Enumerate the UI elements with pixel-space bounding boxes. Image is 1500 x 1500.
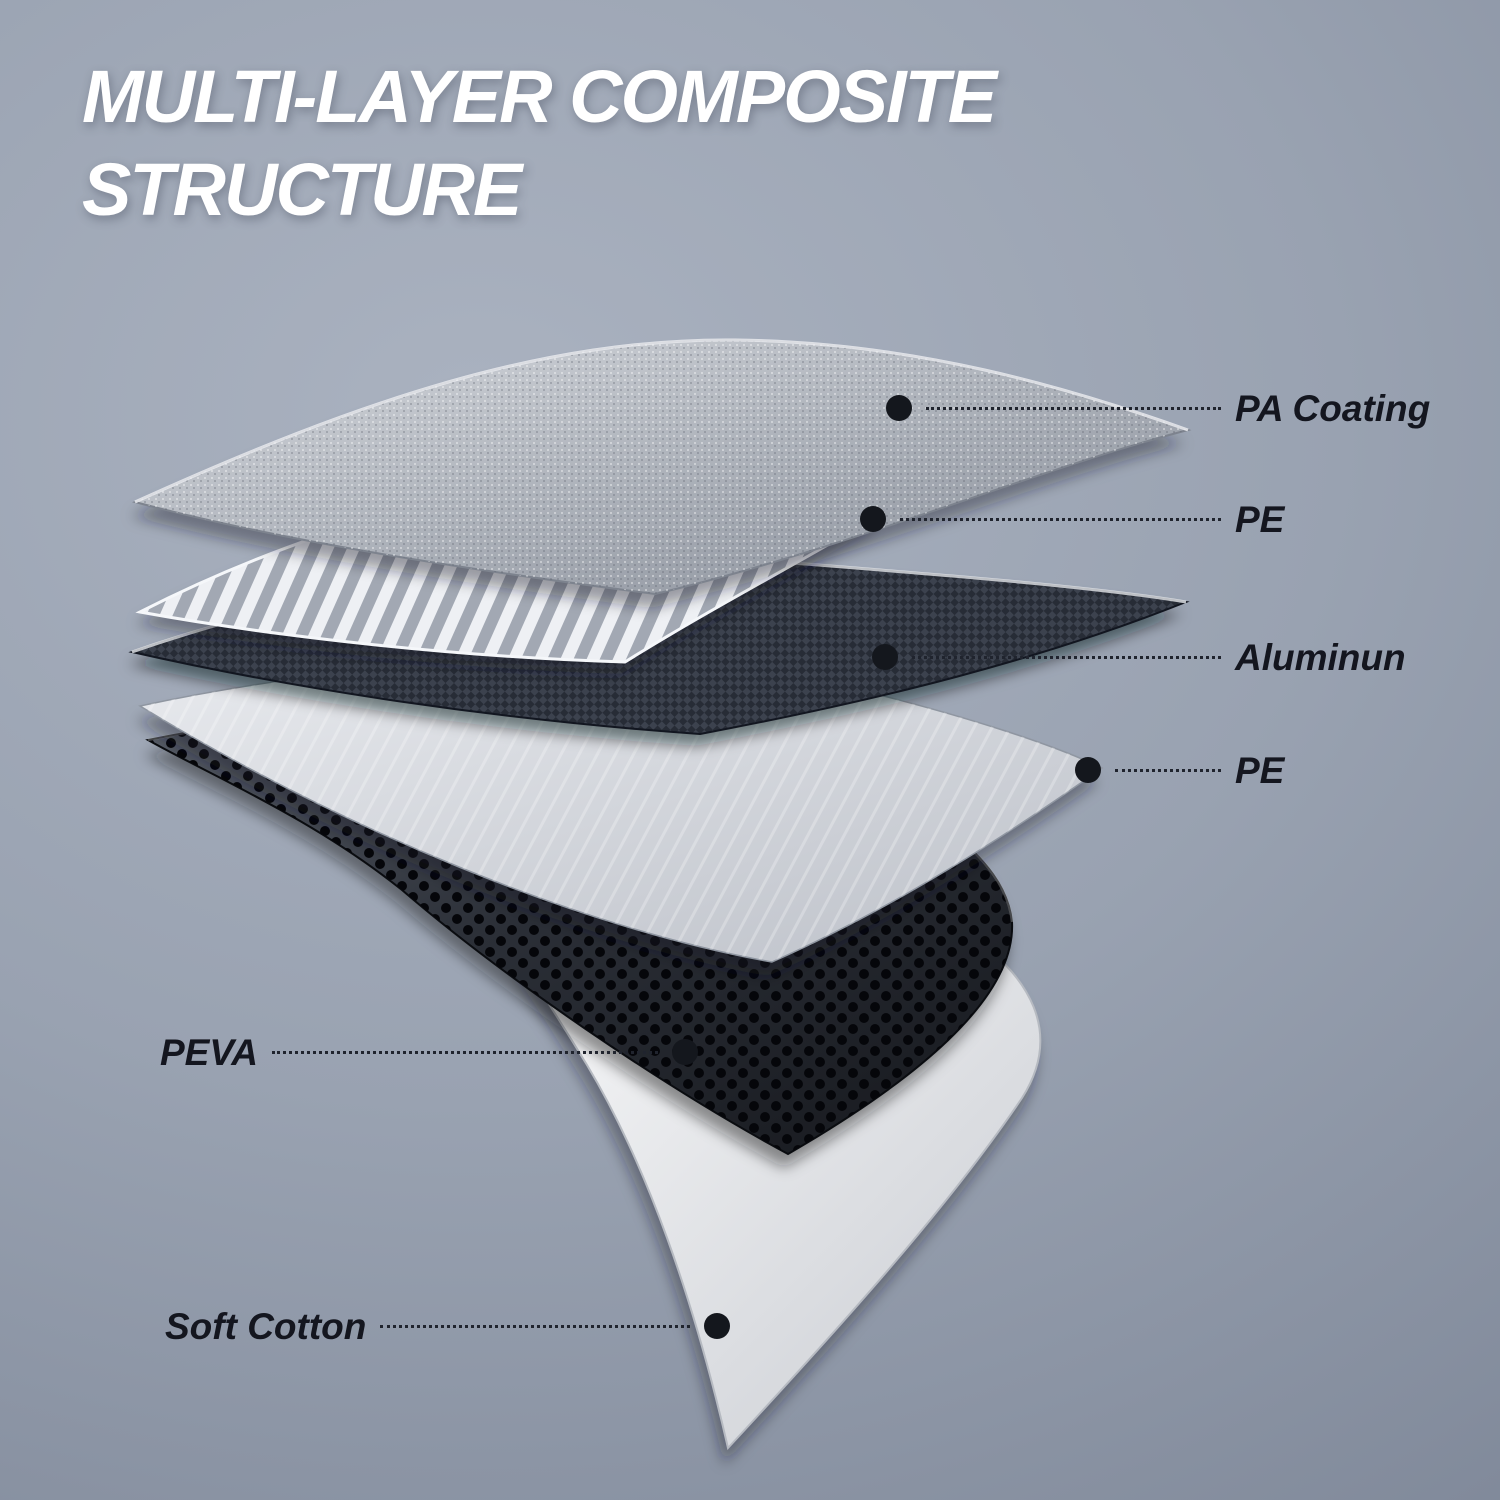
layer-anchor-dot	[1075, 757, 1101, 783]
layer-anchor-dot	[860, 506, 886, 532]
leader-line	[926, 406, 1221, 410]
layer-label-aluminum: Aluminun	[1235, 636, 1406, 678]
leader-line	[380, 1324, 690, 1328]
title-line-2: STRUCTURE	[82, 148, 522, 232]
layer-anchor-dot	[672, 1039, 698, 1065]
leader-line	[1115, 768, 1221, 772]
leader-line	[272, 1050, 658, 1054]
layer-anchor-dot	[886, 395, 912, 421]
layer-label-pe-bottom: PE	[1235, 749, 1285, 791]
callout-pe-bottom: PE	[1075, 752, 1460, 789]
callout-soft-cotton: Soft Cotton	[165, 1308, 730, 1345]
callout-pa-coating: PA Coating	[886, 390, 1460, 427]
callout-pe-top: PE	[860, 501, 1460, 538]
callout-peva: PEVA	[160, 1034, 698, 1071]
layer-label-pe-top: PE	[1235, 498, 1285, 540]
title-line-1: MULTI-LAYER COMPOSITE	[82, 55, 997, 138]
layer-anchor-dot	[704, 1313, 730, 1339]
callout-aluminum: Aluminun	[872, 639, 1460, 676]
layer-anchor-dot	[872, 644, 898, 670]
layer-pa-coating	[131, 338, 1189, 608]
page-title: MULTI-LAYER COMPOSITE STRUCTURE	[82, 50, 997, 236]
layer-label-soft-cotton: Soft Cotton	[165, 1305, 367, 1347]
leader-line	[900, 517, 1221, 521]
layer-label-pa-coating: PA Coating	[1235, 387, 1431, 429]
leader-line	[912, 655, 1221, 659]
layer-label-peva: PEVA	[160, 1031, 259, 1073]
